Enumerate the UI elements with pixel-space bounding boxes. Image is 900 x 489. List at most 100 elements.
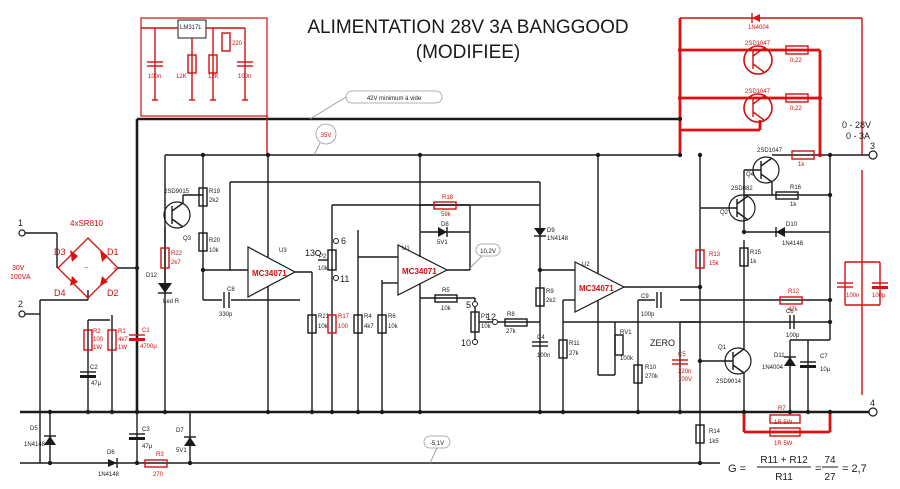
c7-value: 10µ xyxy=(820,367,831,373)
resistor-lm-12k-2 xyxy=(208,54,218,74)
resistor-r9 xyxy=(535,287,545,307)
gain-formula: G = R11 + R12 R11 = 74 27 = 2,7 xyxy=(728,455,867,483)
leader-35v xyxy=(313,142,321,156)
leader-42v xyxy=(309,96,347,120)
pass-2-collector xyxy=(752,95,765,105)
formula-numerator: R11 + R12 xyxy=(760,455,808,466)
resistor-pass-2 xyxy=(785,93,809,103)
r21-label: R21 xyxy=(318,314,330,320)
output-voltage-label: 0 - 28V xyxy=(842,120,871,130)
q4-label: Q4 xyxy=(746,172,755,178)
r5-value: 10k xyxy=(441,306,452,312)
leader-10v xyxy=(469,255,483,269)
resistor-r5 xyxy=(434,294,458,303)
resistor-r3 xyxy=(144,459,168,468)
lm-c2-value: 100n xyxy=(238,74,251,80)
opamp-u3 xyxy=(247,246,297,298)
c3-value: 47µ xyxy=(142,444,153,450)
formula-denominator-2: 27 xyxy=(824,472,836,483)
pass-1-resistor-value: 0,22 xyxy=(790,58,802,64)
cap-out-1-value: 100n xyxy=(846,293,859,299)
d5-value: 1N4148 xyxy=(24,442,46,448)
r18-label: R18 xyxy=(442,195,454,201)
diode-d2-label: D2 xyxy=(107,288,119,298)
q3-value: 2SD9015 xyxy=(164,189,190,195)
d11-value: 1N4004 xyxy=(762,365,784,371)
cap-out-2-value: 100µ xyxy=(872,293,886,299)
p1-pin-12 xyxy=(492,319,498,325)
r20-label: R20 xyxy=(209,238,221,244)
formula-denominator: R11 xyxy=(775,472,793,483)
r4-label: R4 xyxy=(364,314,372,320)
resistor-r12 xyxy=(779,296,803,305)
lm317l-label: LM317L xyxy=(180,25,202,31)
r12-label: R12 xyxy=(788,289,800,295)
transistor-pass-1 xyxy=(743,45,773,75)
terminal-4-label: 4 xyxy=(870,398,875,408)
diode-d1-label: D1 xyxy=(107,247,119,257)
r8-value: 27k xyxy=(506,329,517,335)
transistor-pass-2 xyxy=(743,93,773,123)
q2-collector xyxy=(736,195,749,205)
svg-text:+: + xyxy=(113,266,117,273)
r13-label: R13 xyxy=(709,252,721,258)
resistor-r19 xyxy=(198,187,208,207)
p1-value: 10k xyxy=(481,324,492,330)
c6-value: 100p xyxy=(786,333,800,339)
u2-label: U2 xyxy=(582,262,590,268)
resistor-r4 xyxy=(353,314,363,334)
diode-d9 xyxy=(534,228,546,236)
title-line-2: (MODIFIEE) xyxy=(416,42,521,63)
resistor-r14 xyxy=(695,424,705,444)
r7-value-b: 1R 5W xyxy=(774,441,793,447)
p2-label: P2 xyxy=(319,254,327,260)
c9-value: 100p xyxy=(641,312,655,318)
formula-lhs: G = xyxy=(728,463,746,475)
u2-chip-label: MC34071 xyxy=(579,284,614,293)
q4-resistor-value: 1k xyxy=(798,162,805,168)
label-10v: 10,2V xyxy=(480,249,496,255)
r17-value: 100 xyxy=(338,324,349,330)
p2-value: 10k xyxy=(318,266,329,272)
diode-d10 xyxy=(776,227,785,237)
lm-c1-value: 100n xyxy=(148,74,161,80)
pin-11-label: 11 xyxy=(340,274,349,284)
r4-value: 4k7 xyxy=(364,324,374,330)
resistor-lm-220 xyxy=(221,32,231,52)
resistor-pass-1 xyxy=(785,45,809,55)
r2-label: R2 xyxy=(93,329,101,335)
resistor-r15 xyxy=(739,247,749,267)
output-current-label: 0 - 3A xyxy=(846,131,870,141)
pin-6-label: 6 xyxy=(341,236,346,246)
d10-label: D10 xyxy=(786,222,798,228)
r11-value: 27k xyxy=(569,351,580,357)
pin-10-label: 10 xyxy=(461,338,471,348)
bridge-part-label: 4xSR810 xyxy=(70,219,103,228)
r7-label: R7 xyxy=(778,406,786,412)
q3-collector xyxy=(171,202,184,212)
diode-d3-label: D3 xyxy=(54,247,66,257)
formula-numerator-2: 74 xyxy=(824,455,836,466)
c6-label: C6 xyxy=(786,309,794,315)
label-10v-box xyxy=(475,243,501,257)
resistor-r16 xyxy=(775,191,799,200)
r21-value: 10k xyxy=(318,324,329,330)
d6-label: D6 xyxy=(107,450,115,456)
c5-value: 220n xyxy=(678,369,691,375)
c9-label: C9 xyxy=(641,294,649,300)
capacitor-c2-plate2 xyxy=(80,375,96,378)
leader-neg xyxy=(429,447,438,464)
d12-label: D12 xyxy=(146,273,158,279)
r14-value: 1k5 xyxy=(709,439,719,445)
q1-label: Q1 xyxy=(718,345,727,351)
d7-value: 5V1 xyxy=(176,448,187,454)
opamp-u2 xyxy=(574,261,626,313)
resistor-r20 xyxy=(198,232,208,252)
d5-label: D5 xyxy=(30,426,38,432)
terminal-1 xyxy=(18,229,26,237)
pass-2-label: 2SD1047 xyxy=(745,89,771,95)
d10-value: 1N4148 xyxy=(782,241,804,247)
q4-value: 2SD1047 xyxy=(757,148,783,154)
c1-label: C1 xyxy=(142,328,150,334)
